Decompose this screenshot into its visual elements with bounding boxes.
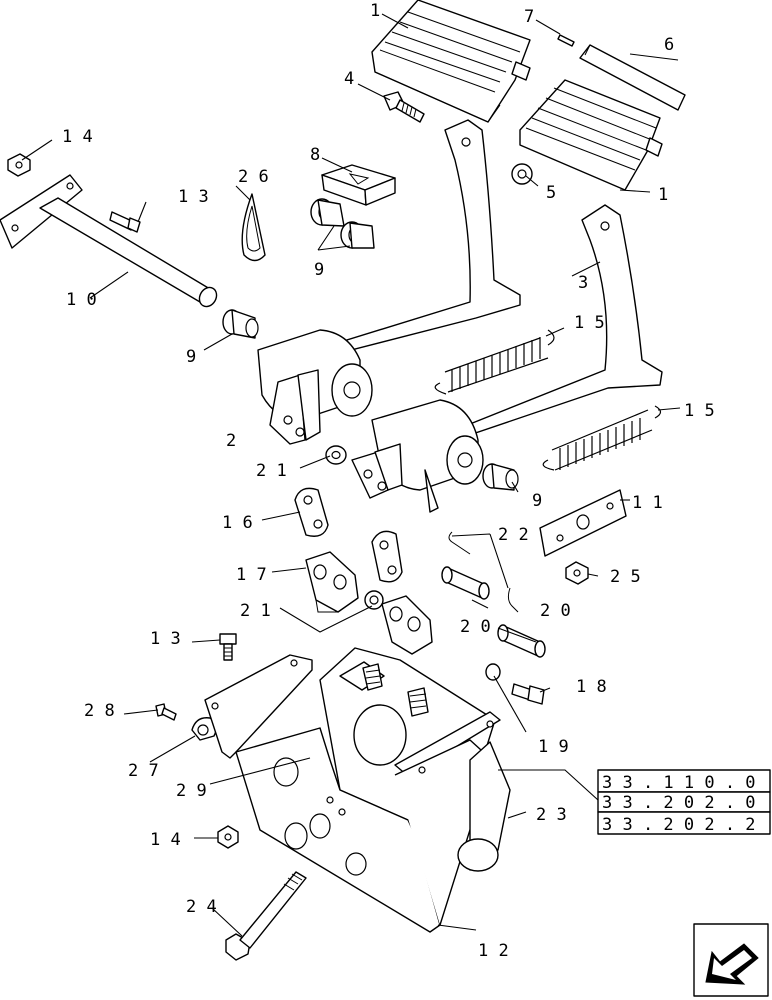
pedal-arm-front xyxy=(351,204,663,513)
bolt xyxy=(383,91,425,123)
leader-lines xyxy=(21,13,681,937)
callout-22: 2 2 xyxy=(498,525,529,545)
nut xyxy=(7,153,31,177)
reference-code: 3 3 . 2 0 2 . 0 xyxy=(602,793,756,813)
callout-4: 4 xyxy=(344,69,354,89)
return-spring xyxy=(434,329,555,395)
callout-26: 2 6 xyxy=(238,167,269,187)
callout-13: 1 3 xyxy=(178,187,209,207)
pedal-support-bracket xyxy=(204,647,511,933)
callout-10: 1 0 xyxy=(66,290,97,310)
clevis xyxy=(381,595,433,655)
clevis xyxy=(305,551,359,613)
washer xyxy=(485,663,501,681)
nut xyxy=(217,825,239,849)
pedal-arm-rear xyxy=(257,119,521,445)
reference-table: 3 3 . 1 1 0 . 0 3 3 . 2 0 2 . 0 3 3 . 2 … xyxy=(597,769,771,835)
reference-code: 3 3 . 1 1 0 . 0 xyxy=(602,773,756,793)
bushing xyxy=(222,309,259,339)
bolt xyxy=(219,633,237,661)
callout-2: 2 xyxy=(226,431,236,451)
callout-25: 2 5 xyxy=(610,567,641,587)
callout-19: 1 9 xyxy=(538,737,569,757)
callout-11: 1 1 xyxy=(632,493,663,513)
cross-shaft xyxy=(0,174,218,308)
return-spring xyxy=(542,405,662,471)
callout-9: 9 xyxy=(314,260,324,280)
callout-29: 2 9 xyxy=(176,781,207,801)
callout-1: 1 xyxy=(658,185,668,205)
callout-3: 3 xyxy=(578,273,588,293)
callout-7: 7 xyxy=(524,7,534,27)
callout-labels: 1 1 2 3 4 5 6 7 8 9 9 9 1 0 1 1 1 2 1 3 … xyxy=(62,1,715,961)
small-pin xyxy=(557,34,575,47)
callout-16: 1 6 xyxy=(222,513,253,533)
callout-21: 2 1 xyxy=(240,601,271,621)
nut xyxy=(565,561,589,585)
pedal-pad-lower xyxy=(519,79,663,191)
callout-15: 1 5 xyxy=(684,401,715,421)
screw xyxy=(155,703,177,721)
callout-5: 5 xyxy=(546,183,556,203)
callout-18: 1 8 xyxy=(576,677,607,697)
mounting-plate xyxy=(539,489,627,557)
nut xyxy=(511,163,533,185)
reference-code: 3 3 . 2 0 2 . 2 xyxy=(602,815,756,835)
callout-8: 8 xyxy=(310,145,320,165)
callout-9: 9 xyxy=(186,347,196,367)
callout-9: 9 xyxy=(532,491,542,511)
bolt xyxy=(511,683,545,705)
link-plate xyxy=(294,487,329,537)
callout-21: 2 1 xyxy=(256,461,287,481)
callout-14: 1 4 xyxy=(62,127,93,147)
callout-24: 2 4 xyxy=(186,897,217,917)
lynch-pin xyxy=(241,193,266,262)
callout-17: 1 7 xyxy=(236,565,267,585)
callout-20: 2 0 xyxy=(540,601,571,621)
callout-20: 2 0 xyxy=(460,617,491,637)
pedal-pad-upper xyxy=(371,0,531,123)
callout-27: 2 7 xyxy=(128,761,159,781)
callout-14: 1 4 xyxy=(150,830,181,850)
link-plate xyxy=(371,530,403,583)
hose-clip xyxy=(191,717,217,741)
rubber-strip xyxy=(579,44,686,111)
cotter-pin xyxy=(448,531,519,613)
bushing xyxy=(482,463,519,491)
callout-1: 1 xyxy=(370,1,380,21)
arrow-icon[interactable] xyxy=(693,923,769,997)
bushing xyxy=(340,221,375,249)
callout-23: 2 3 xyxy=(536,805,567,825)
callout-13: 1 3 xyxy=(150,629,181,649)
callout-6: 6 xyxy=(664,35,674,55)
clevis-pin xyxy=(497,624,546,658)
bolt xyxy=(109,211,141,233)
clevis-pin xyxy=(441,566,490,600)
callout-15: 1 5 xyxy=(574,313,605,333)
washer xyxy=(325,445,347,465)
washer xyxy=(364,590,384,610)
block xyxy=(321,164,396,206)
long-bolt xyxy=(225,871,307,961)
callout-12: 1 2 xyxy=(478,941,509,961)
bushing xyxy=(310,198,345,227)
callout-28: 2 8 xyxy=(84,701,115,721)
